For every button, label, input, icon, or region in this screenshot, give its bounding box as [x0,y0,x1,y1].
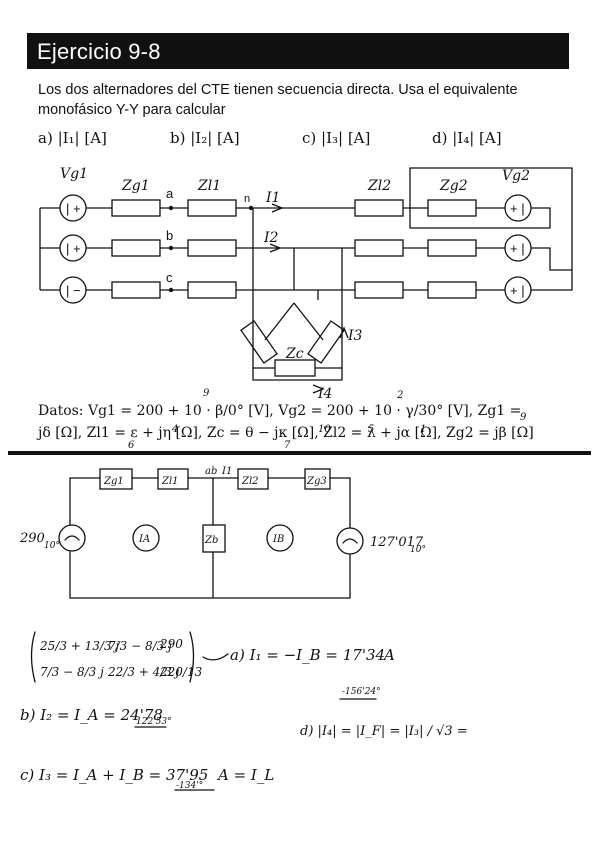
hw-src-left-value: 290 [19,531,45,546]
answer-c: c) I₃ = I_A + I_B = 37'95 [20,766,208,784]
label-vg1: Vg1 [60,166,88,182]
hw-loop-a [132,524,160,552]
matrix-r1c3: 290 [159,637,183,651]
label-node-b: b [166,228,173,243]
problem-statement: Los dos alternadores del CTE tienen secu… [38,80,568,120]
datos-line-1: Datos: Vg1 = 200 + 10 · β/0° [V], Vg2 = … [38,403,522,419]
label-zl1: Zl1 [197,178,221,194]
label-zg1: Zg1 [121,178,150,194]
hw-box-zg3 [304,468,331,490]
question-a: a) |I₁| [A] [38,129,107,147]
annot-kappa: 10 [318,424,331,435]
answer-c-angle: -134'° [176,781,203,791]
hw-box-zg1 [99,468,133,490]
question-d: d) |I₄| [A] [432,129,502,147]
hw-source-left [58,524,86,552]
matrix-r1c1: 25/3 + 13/3 j [39,639,119,653]
label-vg2: Vg2 [502,168,530,184]
annot-gamma: 2 [396,390,403,401]
label-i2: I2 [263,230,279,246]
exercise-title: Ejercicio 9-8 [37,39,161,64]
answer-c-tail: A = I_L [216,766,274,784]
answer-a-unit: A [382,646,395,664]
label-zc: Zc [285,346,304,362]
label-i3: I3 [347,328,363,344]
hw-box-zl2 [237,468,269,490]
annot-beta: 9 [203,388,210,399]
label-zg2: Zg2 [439,178,468,194]
matrix-r2c1: 7/3 − 8/3 j [40,665,104,679]
hw-src-right-value: 127'017 [370,535,424,550]
annot-theta: 7 [284,440,291,451]
hw-label-zl1: Zl1 [161,476,179,487]
annot-eta: 4 [171,424,178,435]
hw-label-ia: IA [138,534,150,545]
annot-alpha: 1 [420,424,426,435]
hw-label-zg1: Zg1 [103,476,124,487]
annot-zg1: 9 [520,412,527,423]
label-zl2: Zl2 [367,178,391,194]
label-node-c: c [166,270,173,285]
question-c: c) |I₃| [A] [302,129,371,147]
answer-b: b) I₂ = I_A = 24'78 [20,706,163,724]
source-left-b-polarity: | + [66,241,81,256]
exercise-title-bar: Ejercicio 9-8 [27,33,569,69]
answer-a: a) I₁ = −I_B = 17'34 [230,646,385,664]
datos-line-2: jδ [Ω], Zl1 = ε + jη [Ω], Zc = θ − jκ [Ω… [38,425,534,441]
source-left-c-polarity: | − [66,283,81,298]
intro-line-1: Los dos alternadores del CTE tienen secu… [38,82,518,98]
hw-label-i1: I1 [221,466,232,477]
answer-b-angle: 122'53° [136,717,172,727]
intro-line-2: monofásico Y-Y para calcular [38,102,226,118]
matrix-r2c2: 22/3 + 4/3 j [107,665,180,679]
hw-src-left-angle: 10° [44,541,60,551]
answer-d: d) |I₄| = |I_F| = |I₃| / √3 = [300,724,468,739]
source-right-c-polarity: + | [510,283,525,298]
hw-source-right [336,527,364,555]
hw-label-zg3: Zg3 [306,476,327,487]
source-left-a-polarity: | + [66,201,81,216]
problem-data: Datos: Vg1 = 200 + 10 · β/0° [V], Vg2 = … [38,400,568,444]
zc-box-right [307,320,345,364]
hw-label-ib: IB [272,534,284,545]
hw-loop-b [266,524,294,552]
zc-box-left [240,320,278,364]
hw-box-zl1 [157,468,189,490]
zc-box-bottom [274,359,316,377]
label-node-a: a [166,186,174,201]
label-i4: I4 [317,386,332,402]
section-divider [8,451,591,455]
hw-label-ab: ab [205,466,217,477]
hw-src-right-angle: 10° [410,545,426,555]
matrix-r1c2: 7/3 − 8/3 j [108,639,172,653]
annot-eps: 6 [128,440,135,451]
matrix-r2c3: 220/13 [159,665,203,679]
answer-a-angle: -156'24° [342,687,381,697]
hw-label-zl2: Zl2 [241,476,259,487]
hw-label-zb: Zb [204,535,218,546]
hw-box-zb [202,524,226,553]
label-i1: I1 [265,190,280,206]
label-node-n: n [244,193,250,205]
source-right-a-polarity: + | [510,201,525,216]
source-right-b-polarity: + | [510,241,525,256]
annot-lambda: 5 [368,424,374,435]
question-b: b) |I₂| [A] [170,129,240,147]
